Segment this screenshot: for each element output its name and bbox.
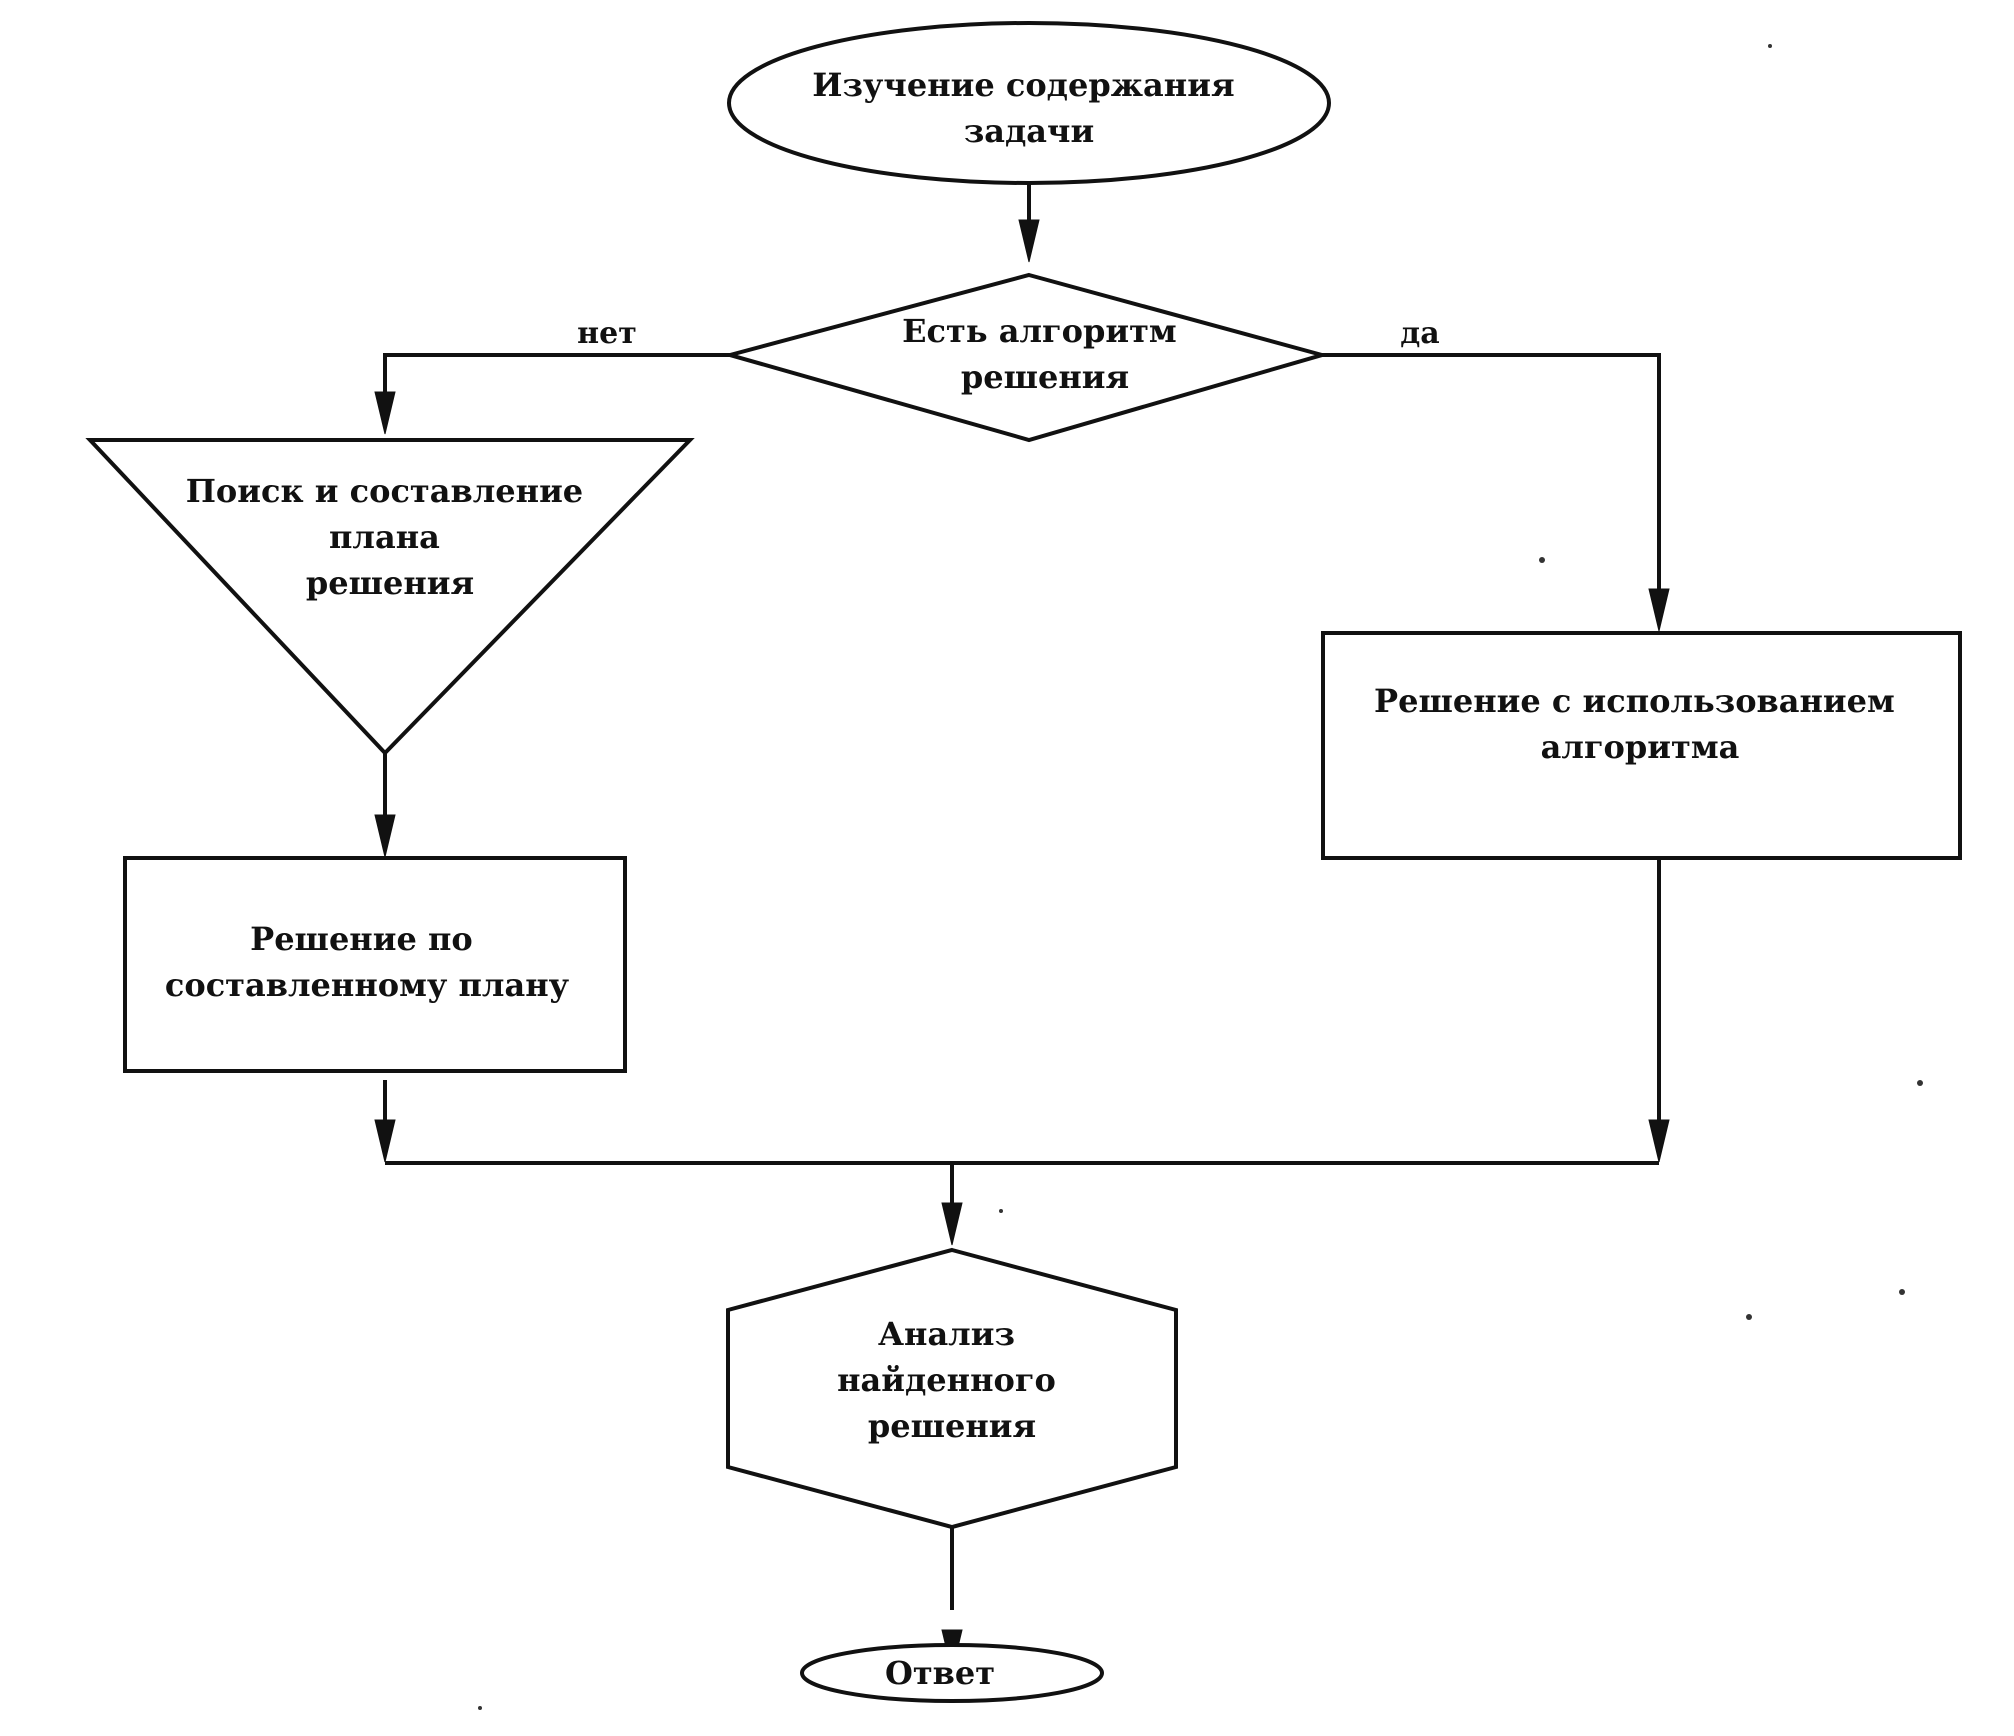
scan-speck xyxy=(1539,557,1545,563)
scan-speck xyxy=(478,1706,482,1710)
scan-speck xyxy=(1899,1289,1905,1295)
algo-solution-label-line: Решение с использованием xyxy=(1374,682,1895,720)
start-label: Изучение содержания задачи xyxy=(812,66,1245,150)
decision-label-line: Есть алгоритм xyxy=(902,312,1177,350)
algo-solution-box xyxy=(1321,631,1962,860)
start-label-line: Изучение содержания xyxy=(812,66,1234,104)
answer-label-line: Ответ xyxy=(885,1654,995,1692)
arrowhead-right-merge xyxy=(1648,1119,1670,1163)
analysis-label-line: решения xyxy=(868,1407,1036,1445)
arrowhead-left-merge xyxy=(374,1119,396,1163)
start-ellipse xyxy=(727,21,1331,185)
arrowhead-algo-solution xyxy=(1648,588,1670,632)
connector-decision-no-branch xyxy=(383,353,730,420)
analysis-label-line: Анализ xyxy=(878,1315,1015,1353)
scan-speck xyxy=(999,1209,1003,1213)
answer-label: Ответ xyxy=(885,1654,995,1692)
search-label-line: решения xyxy=(306,564,474,602)
scan-speck xyxy=(1768,44,1772,48)
search-label: Поиск и составление плана решения xyxy=(186,472,595,602)
arrowhead-plan-solution xyxy=(374,814,396,858)
connector-decision-yes-branch xyxy=(1322,353,1661,605)
branch-no-label: нет xyxy=(577,316,637,351)
arrowhead-search xyxy=(374,391,396,435)
algo-solution-label-line: алгоритма xyxy=(1541,728,1740,766)
algo-solution-label: Решение с использованием алгоритма xyxy=(1374,682,1906,766)
scan-speck xyxy=(1746,1314,1752,1320)
plan-solution-label-line: Решение по xyxy=(250,920,473,958)
branch-labels: нет да xyxy=(577,316,1440,351)
decision-diamond xyxy=(722,272,1330,443)
analysis-hexagon xyxy=(726,1247,1178,1530)
search-triangle xyxy=(85,438,695,756)
search-label-line: плана xyxy=(329,518,440,556)
scan-specks xyxy=(478,44,1923,1710)
answer-ellipse xyxy=(800,1643,1104,1703)
plan-solution-label-line: составленному плану xyxy=(165,966,570,1004)
node-labels: Изучение содержания задачи Есть алгоритм… xyxy=(165,66,1906,1692)
scan-speck xyxy=(1917,1080,1923,1086)
start-label-line: задачи xyxy=(964,112,1094,150)
analysis-label: Анализ найденного решения xyxy=(837,1315,1067,1445)
decision-label-line: решения xyxy=(961,358,1129,396)
shapes xyxy=(85,21,1962,1703)
decision-label: Есть алгоритм решения xyxy=(902,312,1188,396)
branch-yes-label: да xyxy=(1400,316,1439,351)
search-label-line: Поиск и составление xyxy=(186,472,583,510)
plan-solution-box xyxy=(123,856,627,1073)
analysis-label-line: найденного xyxy=(837,1361,1056,1399)
plan-solution-label: Решение по составленному плану xyxy=(165,920,570,1004)
arrowhead-analysis xyxy=(941,1202,963,1246)
arrowhead-decision xyxy=(1018,219,1040,263)
